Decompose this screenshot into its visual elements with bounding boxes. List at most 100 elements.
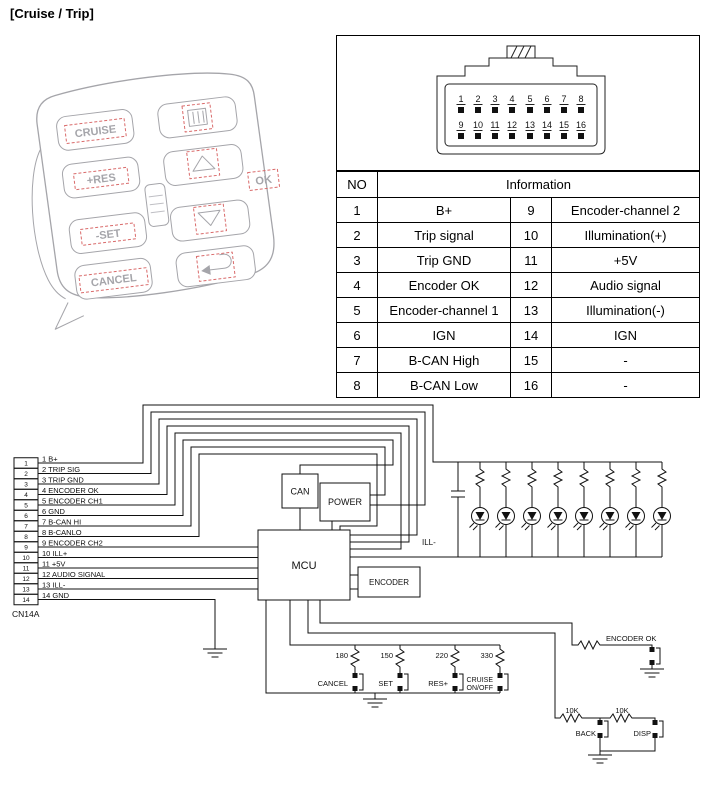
wire bbox=[38, 453, 378, 537]
res-button: +RES bbox=[61, 156, 141, 199]
header-no: NO bbox=[336, 171, 378, 198]
pin-number-cell: 14 bbox=[510, 322, 552, 348]
return-arrow-head bbox=[201, 264, 211, 275]
connector-pin-number: 10 bbox=[473, 120, 483, 130]
illumination-led-array: ILL- bbox=[422, 466, 671, 547]
schematic-pin-label: 14 GND bbox=[42, 591, 70, 600]
pin-number-cell: 16 bbox=[510, 372, 552, 398]
connector-pin-number: 7 bbox=[561, 94, 566, 104]
pin-number-cell: 13 bbox=[510, 297, 552, 323]
schematic-pin-label: 5 ENCODER CH1 bbox=[42, 497, 103, 506]
schematic-pin-label: 3 TRIP GND bbox=[42, 476, 84, 485]
wire bbox=[38, 439, 394, 516]
wire bbox=[38, 404, 662, 464]
table-row: 2 Trip signal 10 Illumination(+) bbox=[336, 222, 700, 248]
wire bbox=[38, 411, 426, 506]
pin-number-cell: 5 bbox=[336, 297, 378, 323]
pin-info-cell: Encoder-channel 1 bbox=[377, 297, 511, 323]
cruise-button: CRUISE bbox=[56, 109, 135, 151]
wire bbox=[265, 600, 500, 694]
schematic-pin-label: 8 B-CANLO bbox=[42, 528, 82, 537]
return-arrow-icon bbox=[209, 253, 232, 271]
pin-info-cell: - bbox=[551, 372, 700, 398]
pin-info-cell: Illumination(-) bbox=[551, 297, 700, 323]
connector-pin-number: 12 bbox=[507, 120, 517, 130]
back-resistor-value: 10K bbox=[565, 706, 578, 715]
back-switch-label: BACK bbox=[576, 729, 596, 738]
pin-number-cell: 9 bbox=[510, 197, 552, 223]
schematic-pin-number: 8 bbox=[24, 534, 28, 541]
disp-resistor-value: 10K bbox=[615, 706, 628, 715]
res-switch-label: RES+ bbox=[428, 679, 448, 688]
trip-display-button bbox=[157, 96, 238, 139]
down-arrow-button bbox=[170, 199, 251, 242]
pin-info-cell: +5V bbox=[551, 247, 700, 273]
connector-name-label: CN14A bbox=[12, 609, 40, 619]
pin-info-cell: Trip signal bbox=[377, 222, 511, 248]
pin-info-cell: IGN bbox=[551, 322, 700, 348]
set-button: -SET bbox=[68, 212, 148, 254]
encoder-ok-switch: ENCODER OK bbox=[575, 634, 665, 678]
schematic-pin-label: 1 B+ bbox=[42, 455, 58, 464]
schematic-pin-number: 7 bbox=[24, 524, 28, 531]
connector-pins: 1 2 3 4 5 6 7 8 bbox=[456, 94, 586, 139]
wire bbox=[38, 599, 216, 649]
cn14a-pin-numbers: 1 2 3 4 5 6 7 8 9 10 11 12 13 14 bbox=[22, 461, 30, 605]
resistor-value: 150 bbox=[380, 651, 393, 660]
table-row: 5 Encoder-channel 1 13 Illumination(-) bbox=[336, 297, 700, 323]
pin-number-cell: 6 bbox=[336, 322, 378, 348]
mcu-label: MCU bbox=[291, 560, 316, 572]
control-lower-flap bbox=[54, 302, 85, 330]
pin-number-cell: 7 bbox=[336, 347, 378, 373]
table-row: 4 Encoder OK 12 Audio signal bbox=[336, 272, 700, 298]
connector-pin-number: 5 bbox=[527, 94, 532, 104]
schematic-pin-label: 4 ENCODER OK bbox=[42, 486, 99, 495]
wire bbox=[350, 574, 358, 590]
connector-pin-number: 14 bbox=[542, 120, 552, 130]
pin-info-cell: B+ bbox=[377, 197, 511, 223]
connector-pin-number: 6 bbox=[544, 94, 549, 104]
wire bbox=[307, 600, 558, 719]
pin-information-table: NO Information 1 B+ 9 Encoder-channel 2 … bbox=[336, 171, 700, 398]
ill-minus-label: ILL- bbox=[422, 538, 436, 547]
resistor-value: 220 bbox=[435, 651, 448, 660]
back-disp-switches: 10K 10K BACK DISP bbox=[557, 706, 664, 764]
ok-label: OK bbox=[255, 174, 273, 188]
schematic-pin-number: 11 bbox=[23, 566, 30, 573]
table-row: 8 B-CAN Low 16 - bbox=[336, 372, 700, 398]
pin-info-cell: Illumination(+) bbox=[551, 222, 700, 248]
pin-info-cell: Trip GND bbox=[377, 247, 511, 273]
cancel-switch-label: CANCEL bbox=[318, 679, 348, 688]
wire bbox=[38, 425, 410, 543]
pin-number-cell: 15 bbox=[510, 347, 552, 373]
control-bracket-outline bbox=[31, 149, 66, 300]
schematic-pin-label: 9 ENCODER CH2 bbox=[42, 539, 103, 548]
encoder-label: ENCODER bbox=[369, 578, 409, 587]
schematic-pin-number: 5 bbox=[24, 503, 28, 510]
connector-inner bbox=[444, 83, 598, 147]
resistor-value: 330 bbox=[480, 651, 493, 660]
pin-number-cell: 11 bbox=[510, 247, 552, 273]
schematic-pin-label: 6 GND bbox=[42, 507, 66, 516]
schematic-pin-number: 4 bbox=[24, 492, 28, 499]
connector-pin-number: 13 bbox=[525, 120, 535, 130]
mcu-block: MCU bbox=[257, 529, 351, 601]
pin-info-cell: - bbox=[551, 347, 700, 373]
cruise-label: CRUISE bbox=[74, 123, 117, 140]
wire bbox=[636, 717, 656, 720]
schematic-pin-number: 6 bbox=[24, 513, 28, 520]
schematic-pin-number: 14 bbox=[22, 597, 30, 604]
pin-info-cell: Encoder-channel 2 bbox=[551, 197, 700, 223]
schematic-pin-label: 13 ILL- bbox=[42, 581, 66, 590]
ok-callout: OK bbox=[247, 168, 281, 192]
can-label: CAN bbox=[290, 487, 309, 497]
pin-info-cell: B-CAN High bbox=[377, 347, 511, 373]
connector-latch bbox=[506, 45, 536, 59]
connector-pin-number: 11 bbox=[490, 120, 499, 130]
encoder-block: ENCODER bbox=[357, 566, 421, 598]
schematic-pin-number: 9 bbox=[24, 545, 28, 552]
schematic-pin-label: 11 +5V bbox=[42, 560, 65, 569]
connector-pin-number: 15 bbox=[559, 120, 569, 130]
pin-number-cell: 12 bbox=[510, 272, 552, 298]
wire bbox=[38, 418, 418, 536]
